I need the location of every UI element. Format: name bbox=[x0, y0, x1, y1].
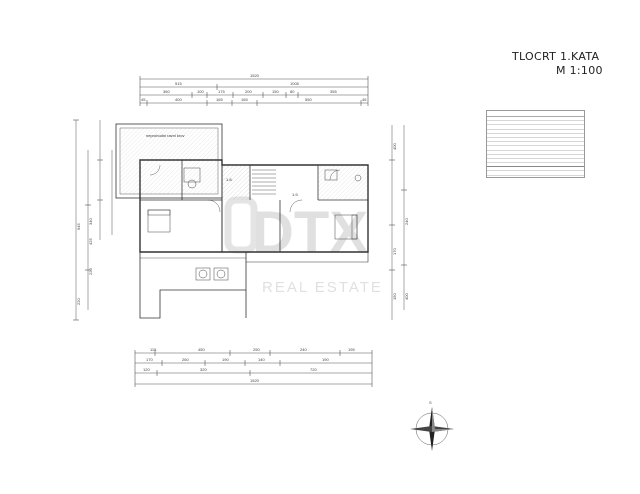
dim-bot-195: 195 bbox=[348, 347, 355, 352]
dim-right-400a: 400 bbox=[392, 143, 397, 150]
table-row bbox=[487, 151, 584, 155]
dim-top-360: 360 bbox=[163, 89, 170, 94]
dim-top-1005: 1005 bbox=[290, 81, 300, 86]
right-dimensions bbox=[389, 125, 407, 320]
watermark-sub: REAL ESTATE bbox=[262, 279, 383, 296]
dim-bot-115: 115 bbox=[150, 347, 157, 352]
dim-left-220a: 220 bbox=[76, 298, 81, 305]
dim-top-165a: 165 bbox=[216, 97, 223, 102]
left-dimensions bbox=[73, 119, 113, 321]
bottom-dimensions bbox=[134, 350, 373, 387]
dim-left-425: 425 bbox=[88, 238, 93, 245]
dim-right-170: 170 bbox=[392, 248, 397, 255]
dim-top-total: 1520 bbox=[250, 73, 260, 78]
dim-bot-total: 1520 bbox=[250, 378, 260, 383]
table-row bbox=[487, 138, 584, 143]
dim-top-400: 400 bbox=[175, 97, 182, 102]
furniture bbox=[147, 167, 362, 281]
dim-right-240: 240 bbox=[404, 218, 409, 225]
table-row bbox=[487, 117, 584, 122]
dim-bot-450: 450 bbox=[198, 347, 205, 352]
table-row bbox=[487, 146, 584, 151]
dim-top-150: 150 bbox=[272, 89, 279, 94]
table-row bbox=[487, 134, 584, 138]
dim-top-165b: 165 bbox=[241, 97, 248, 102]
table-row bbox=[487, 130, 584, 134]
compass-letter: S bbox=[429, 400, 432, 405]
table-row bbox=[487, 159, 584, 164]
dim-top-175: 175 bbox=[218, 89, 225, 94]
roof-label: neprohodni ravni krov bbox=[146, 133, 184, 138]
dim-bot-250: 250 bbox=[253, 347, 260, 352]
dim-bot-260: 260 bbox=[182, 357, 189, 362]
dim-left-220b: 220 bbox=[88, 268, 93, 275]
compass-icon bbox=[410, 407, 454, 451]
table-header bbox=[487, 111, 584, 117]
table-row bbox=[487, 142, 584, 147]
table-row bbox=[487, 167, 584, 172]
dim-bot-720: 720 bbox=[310, 367, 317, 372]
dim-bot-120: 120 bbox=[143, 367, 150, 372]
dim-top-515: 515 bbox=[175, 81, 182, 86]
dim-bot-240: 240 bbox=[300, 347, 307, 352]
watermark: DTX REAL ESTATE bbox=[224, 196, 383, 296]
table-row bbox=[487, 125, 584, 130]
table-row bbox=[487, 121, 584, 126]
dim-top-100: 100 bbox=[197, 89, 204, 94]
dim-right-150: 150 bbox=[392, 293, 397, 300]
dim-left-340: 340 bbox=[88, 218, 93, 225]
area-schedule-table bbox=[486, 110, 585, 178]
title-scale: M 1:100 bbox=[556, 64, 603, 77]
dim-top-45a: 45 bbox=[141, 97, 146, 102]
title-line1: TLOCRT 1.KATA bbox=[512, 50, 600, 63]
dim-top-200: 200 bbox=[245, 89, 252, 94]
room-label-1-8: 1.8. bbox=[226, 177, 233, 182]
dim-right-400b: 400 bbox=[404, 293, 409, 300]
top-dimensions bbox=[139, 76, 369, 106]
hatched-areas bbox=[120, 128, 368, 200]
dim-top-550: 550 bbox=[305, 97, 312, 102]
dim-top-45b: 45 bbox=[362, 97, 367, 102]
dim-bot-190a: 190 bbox=[222, 357, 229, 362]
table-row bbox=[487, 163, 584, 168]
watermark-brand: DTX bbox=[252, 200, 368, 265]
dim-bot-140: 140 bbox=[258, 357, 265, 362]
dim-bot-320: 320 bbox=[200, 367, 207, 372]
drawing-title: TLOCRT 1.KATA M 1:100 bbox=[512, 50, 630, 78]
dim-top-355: 355 bbox=[330, 89, 337, 94]
dim-bot-190b: 190 bbox=[322, 357, 329, 362]
dim-top-80: 80 bbox=[290, 89, 295, 94]
room-label-1-9: 1.9. bbox=[292, 192, 299, 197]
dim-bot-170: 170 bbox=[146, 357, 153, 362]
table-row bbox=[487, 155, 584, 159]
dim-left-945: 945 bbox=[76, 223, 81, 230]
table-row bbox=[487, 171, 584, 176]
